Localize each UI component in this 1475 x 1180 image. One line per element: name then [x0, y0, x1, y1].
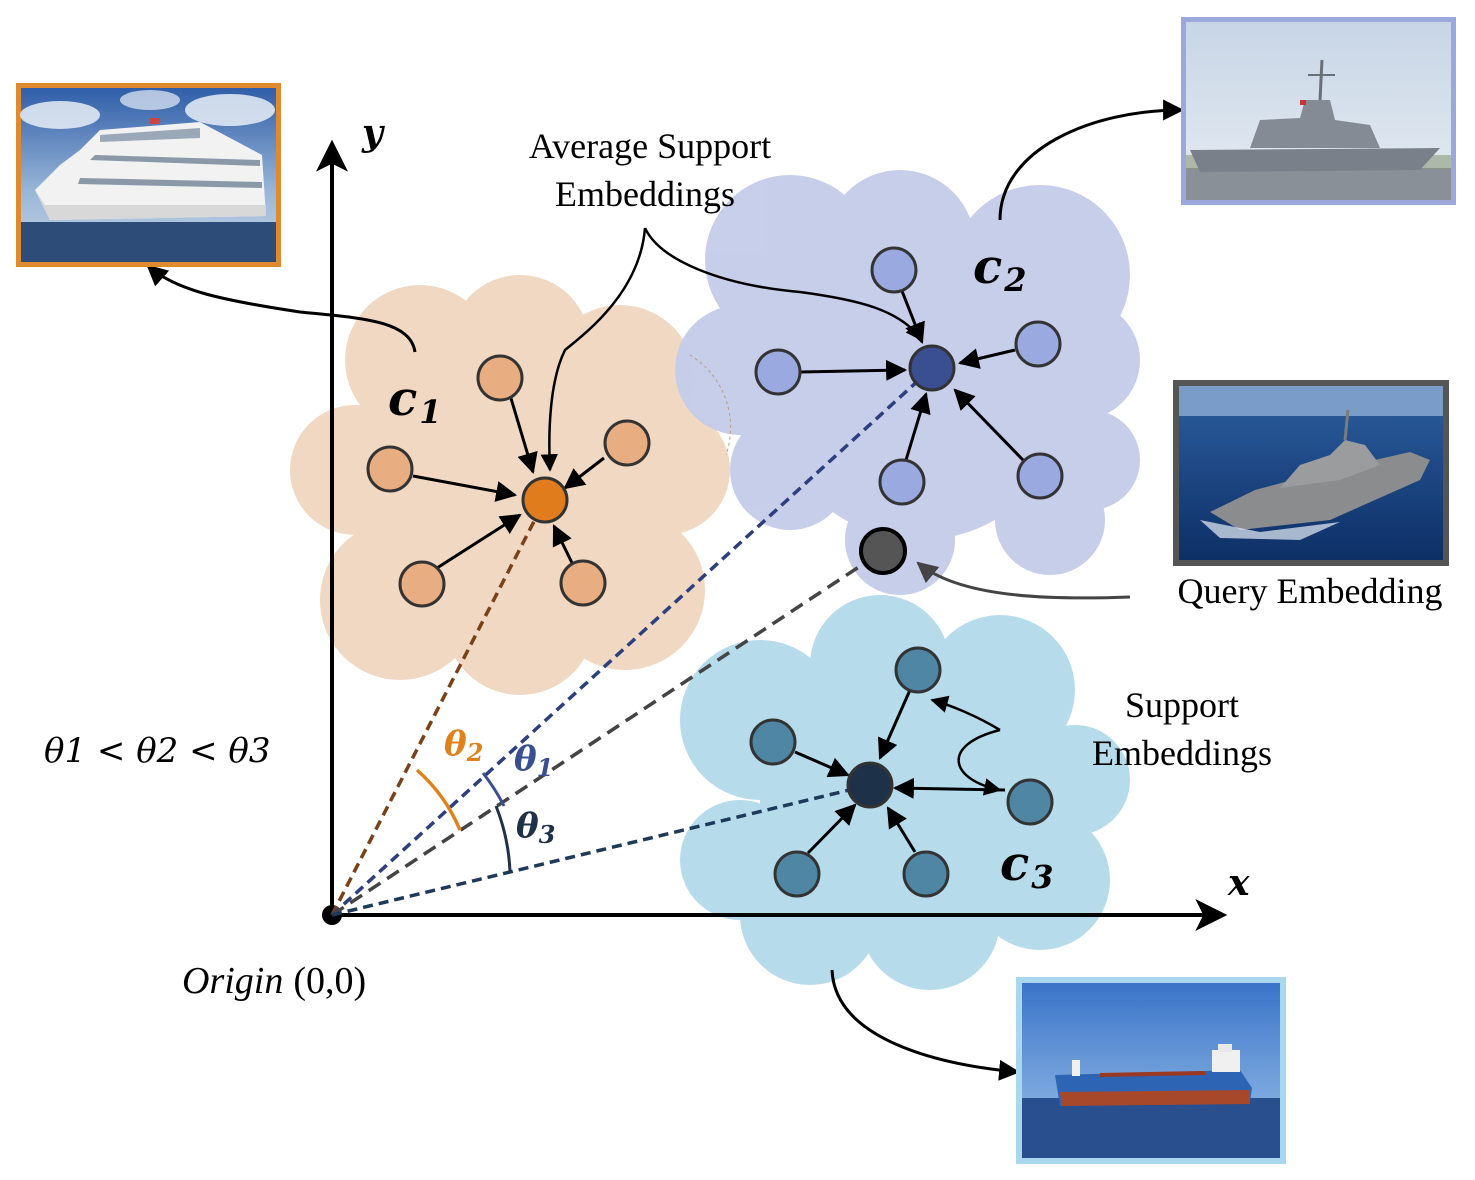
avg-support-label-line2: Embeddings: [555, 174, 735, 214]
origin-to-query-line: [331, 549, 884, 917]
cluster-overlap-dashed-edge: [689, 354, 732, 456]
origin-label: Origin(0,0): [182, 960, 366, 1002]
theta2-arc: [415, 768, 462, 831]
cruise-ship-image: [16, 83, 281, 267]
origin-word: Origin: [182, 960, 283, 1002]
theta3-label: θ3: [516, 806, 555, 849]
avg-support-arrow-c2: [643, 227, 924, 342]
x-axis-label: x: [1227, 862, 1250, 904]
cluster-c1-cloud: [290, 275, 730, 695]
origin-to-c3-line: [331, 783, 871, 917]
query-arrow: [916, 561, 1131, 600]
avg-support-label-line1: Average Support: [529, 126, 771, 166]
support-brace-arrow-down: [957, 728, 1002, 796]
theta1-arc: [481, 772, 506, 807]
cluster-c2-label: c2: [973, 239, 1027, 299]
theta1-label: θ1: [514, 739, 553, 782]
cluster-c1-label: c1: [388, 371, 442, 431]
cluster-c2-nodes: [754, 246, 1064, 506]
query-embedding-label: Query Embedding: [1178, 571, 1443, 611]
c2-image-arrow: [998, 99, 1185, 221]
origin-to-c1-line: [330, 499, 547, 916]
query-warship-image: [1173, 380, 1449, 566]
theta2-label: θ2: [444, 724, 483, 767]
origin-coords: (0,0): [293, 960, 366, 1002]
c1-image-arrow: [146, 264, 417, 353]
cargo-ship-image: [1016, 977, 1286, 1164]
query-embedding-node: [859, 527, 907, 575]
support-brace-arrow-up: [930, 695, 1001, 732]
avg-support-arrow-c1: [540, 227, 647, 472]
support-embeddings-label-line2: Embeddings: [1092, 733, 1272, 773]
origin-to-c2-line: [330, 366, 934, 917]
y-axis-label: y: [361, 112, 385, 154]
destroyer-warship-image: [1181, 17, 1456, 205]
cluster-c3-nodes: [749, 646, 1054, 898]
support-embeddings-label-line1: Support: [1125, 685, 1239, 725]
cluster-c1-nodes: [366, 354, 651, 608]
cluster-c2-cloud: [675, 170, 1140, 595]
c3-image-arrow: [830, 969, 1021, 1081]
angle-inequality: θ1 < θ2 < θ3: [44, 731, 271, 771]
cluster-c3-label: c3: [1000, 836, 1054, 896]
theta3-arc: [494, 805, 512, 873]
cluster-c3-cloud: [680, 595, 1130, 990]
